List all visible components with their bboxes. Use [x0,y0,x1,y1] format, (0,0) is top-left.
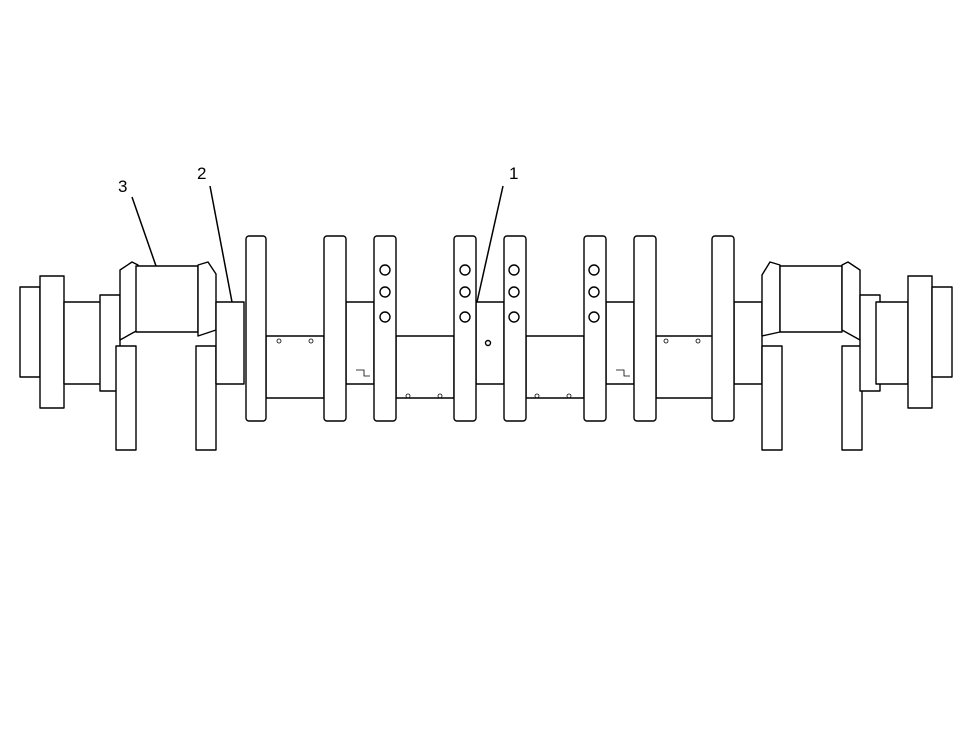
crank-webs [245,235,735,422]
shaft-section [655,335,715,399]
left-end-flange [19,275,121,409]
callout-2: 2 [197,164,233,303]
shaft-section [395,335,455,399]
shaft-section [265,335,325,399]
shaft-section [345,301,375,385]
oil-holes [276,338,701,399]
callout-2-label: 2 [197,164,206,183]
right-end-flange [859,275,953,409]
callout-3-label: 3 [118,177,127,196]
callout-3: 3 [118,177,157,267]
shaft-section [525,335,585,399]
callout-1: 1 [476,164,518,303]
shaft-section [733,301,763,385]
callout-1-label: 1 [509,164,518,183]
left-counterweight [115,261,217,451]
bolt-holes [379,264,600,347]
crankshaft [19,235,953,451]
shaft-section [605,301,635,385]
right-counterweight [761,261,863,451]
main-journal [215,301,245,385]
